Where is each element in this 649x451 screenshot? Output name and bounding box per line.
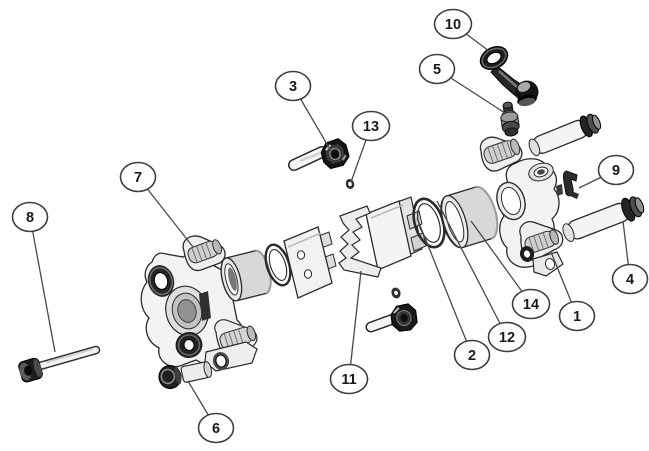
callout-7[interactable]: 7 (119, 161, 157, 193)
part-piston-right (440, 185, 499, 249)
callout-6[interactable]: 6 (197, 412, 235, 444)
callout-2[interactable]: 2 (453, 339, 491, 371)
part-banjo-bolt (288, 138, 350, 171)
callout-12[interactable]: 12 (487, 321, 527, 353)
callout-14-label: 14 (523, 297, 539, 313)
callout-2-label: 2 (468, 348, 476, 364)
callout-3[interactable]: 3 (274, 70, 312, 102)
callout-5[interactable]: 5 (418, 53, 456, 85)
callout-10-label: 10 (445, 17, 461, 33)
part-bleeder-screw (500, 101, 520, 137)
callout-1[interactable]: 1 (558, 300, 596, 332)
callout-3-label: 3 (289, 79, 297, 95)
part-mounting-bolt-long (18, 345, 101, 383)
callout-4-label: 4 (626, 272, 634, 288)
callout-10[interactable]: 10 (433, 8, 473, 40)
callout-7-label: 7 (134, 170, 142, 186)
part-washer-small (345, 179, 355, 189)
part-slider-pin-upper (528, 113, 602, 157)
part-piston-left (220, 249, 272, 302)
part-pad-clip (562, 170, 579, 199)
callout-1-label: 1 (573, 309, 581, 325)
part-caliper-inner-half (479, 136, 564, 277)
callout-13[interactable]: 13 (351, 110, 391, 142)
callout-9-label: 9 (612, 163, 620, 179)
callout-5-label: 5 (433, 62, 441, 78)
callout-8-label: 8 (26, 210, 34, 226)
callout-4[interactable]: 4 (611, 263, 649, 295)
callout-14[interactable]: 14 (511, 288, 551, 320)
part-brake-hose-banjo (479, 45, 539, 107)
callout-12-label: 12 (499, 330, 515, 346)
callout-8[interactable]: 8 (11, 201, 49, 233)
part-slider-pin-lower (562, 196, 645, 242)
callout-6-label: 6 (212, 421, 220, 437)
part-brake-pad-outer (283, 226, 337, 299)
part-pad-pin-bolt-b (365, 287, 418, 333)
callout-13-label: 13 (363, 119, 379, 135)
callout-11-label: 11 (341, 372, 356, 388)
part-caliper-outer-half (140, 235, 258, 372)
callout-11[interactable]: 11 (329, 363, 369, 395)
part-pad-pin-bolt-a (158, 361, 213, 389)
callout-9[interactable]: 9 (597, 154, 635, 186)
